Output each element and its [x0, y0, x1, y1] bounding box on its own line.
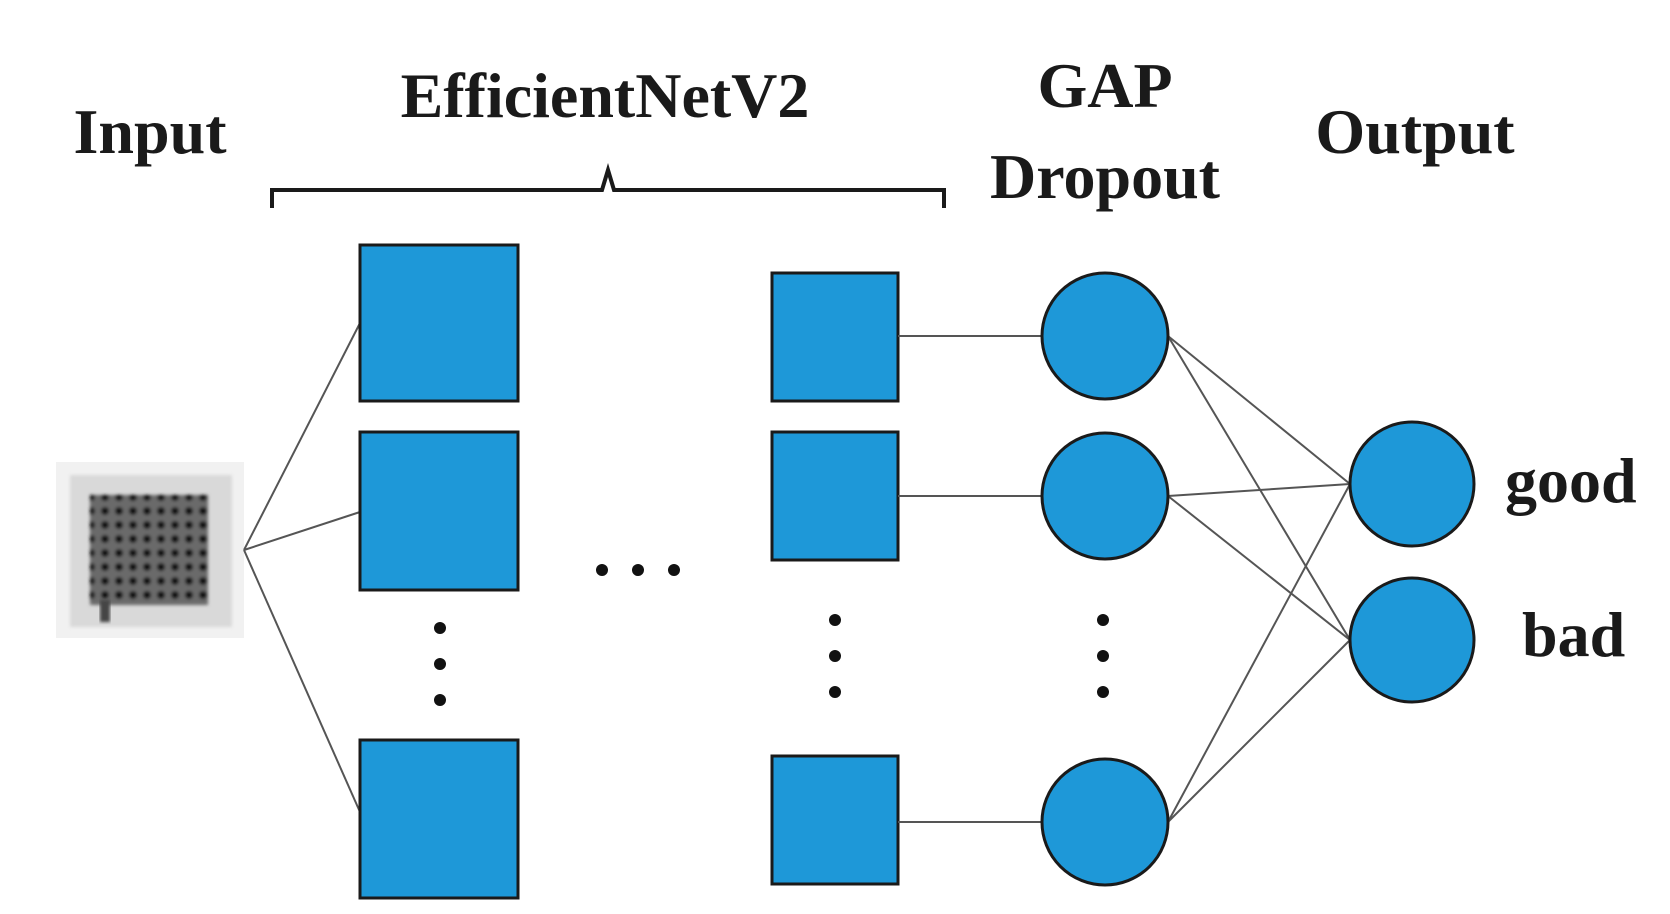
ellipsis-dot [434, 622, 446, 634]
input-connector-mid [243, 511, 361, 551]
feature-block [358, 243, 520, 403]
input-connector-top [243, 322, 361, 551]
ellipsis-dot [434, 694, 446, 706]
gap-node [1040, 431, 1170, 561]
output-node-good [1348, 420, 1476, 548]
ellipsis-dot [668, 564, 680, 576]
input-label: Input [74, 96, 228, 167]
ellipsis-dot [1097, 650, 1109, 662]
output-connector [1167, 483, 1351, 823]
output-connector [1167, 335, 1351, 641]
backbone-brace [270, 163, 946, 208]
ellipsis-dot [434, 658, 446, 670]
ellipsis-dot [1097, 686, 1109, 698]
output-class-bad: bad [1522, 599, 1625, 670]
dropout-label: Dropout [990, 141, 1221, 212]
gap-label: GAP [1037, 50, 1172, 121]
ellipsis-dot [596, 564, 608, 576]
output-connector [1167, 639, 1351, 823]
output-class-good: good [1505, 445, 1637, 516]
feature-block [770, 754, 900, 886]
ellipsis-dot [829, 650, 841, 662]
output-label: Output [1315, 96, 1515, 167]
ellipsis-dot [829, 686, 841, 698]
ellipsis-dot [632, 564, 644, 576]
feature-block [358, 738, 520, 900]
input-image [56, 462, 244, 638]
feature-block [770, 430, 900, 562]
output-node-bad [1348, 576, 1476, 704]
output-connector [1167, 483, 1351, 497]
ellipsis-dot [1097, 614, 1109, 626]
output-connector [1167, 495, 1351, 641]
input-connector-bottom [243, 549, 361, 813]
ellipsis-dot [829, 614, 841, 626]
feature-block [358, 430, 520, 592]
backbone-label: EfficientNetV2 [401, 60, 810, 131]
gap-node [1040, 271, 1170, 401]
output-connector [1167, 335, 1351, 485]
feature-block [770, 271, 900, 403]
gap-node [1040, 757, 1170, 887]
